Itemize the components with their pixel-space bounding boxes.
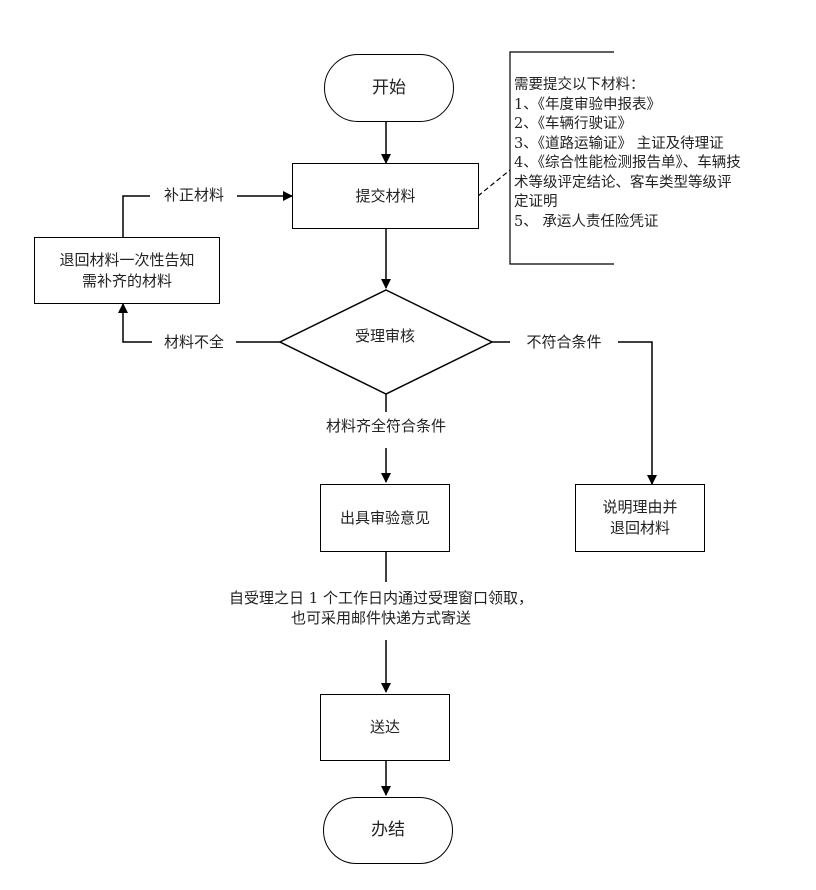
- start-node: 开始: [324, 54, 454, 122]
- edge-label-not-qualified: 不符合条件: [511, 332, 617, 352]
- submit-label: 提交材料: [355, 186, 416, 205]
- deliver-node: 送达: [320, 694, 450, 761]
- edge-label-incomplete: 材料不全: [152, 332, 236, 352]
- explain-return-line: 说明理由并: [602, 498, 678, 516]
- review-label: 受理审核: [354, 327, 415, 345]
- note-line: 定证明: [514, 194, 558, 210]
- deliver-label: 送达: [369, 718, 400, 736]
- issue-opinion-node: 出具审验意见: [320, 484, 450, 552]
- delivery-line: 也可采用邮件快递方式寄送: [290, 609, 471, 627]
- end-label: 办结: [371, 820, 405, 840]
- start-label: 开始: [372, 77, 406, 98]
- note-connector: [477, 169, 511, 197]
- required-materials-note: 需要提交以下材料： 1、《年度审验申报表》 2、《车辆行驶证》 3、《道路运输证…: [514, 76, 741, 232]
- return-notify-line: 退回材料一次性告知: [59, 250, 195, 269]
- return-notify-node: 退回材料一次性告知 需补齐的材料: [34, 237, 220, 304]
- note-line: 1、《年度审验申报表》: [514, 96, 661, 113]
- note-line: 需要提交以下材料：: [514, 77, 645, 93]
- submit-materials-node: 提交材料: [292, 163, 479, 229]
- edge-supplement-left: [122, 195, 150, 237]
- note-line: 5、 承运人责任险凭证: [514, 213, 659, 230]
- edge-not-qualified-right: [618, 341, 657, 485]
- note-line: 2、《车辆行驶证》: [514, 116, 632, 132]
- note-line: 4、《综合性能检测报告单》、车辆技: [514, 155, 741, 171]
- delivery-line: 自受理之日 1 个工作日内通过受理窗口领取，: [228, 589, 534, 607]
- edge-incomplete-left: [118, 303, 152, 343]
- issue-opinion-label: 出具审验意见: [339, 508, 430, 527]
- end-node: 办结: [323, 797, 453, 864]
- edge-label-delivery: 自受理之日 1 个工作日内通过受理窗口领取， 也可采用邮件快递方式寄送: [196, 588, 566, 628]
- explain-return-node: 说明理由并 退回材料: [575, 484, 705, 552]
- note-line: 术等级评定结论、客车类型等级评: [514, 174, 732, 191]
- note-bracket: [509, 51, 614, 265]
- edge-label-complete-qualified: 材料齐全符合条件: [310, 416, 462, 436]
- edge-label-supplement: 补正材料: [152, 185, 236, 205]
- return-notify-line: 需补齐的材料: [81, 271, 172, 290]
- note-line: 3、《道路运输证》 主证及待理证: [514, 135, 724, 152]
- explain-return-line: 退回材料: [609, 519, 670, 537]
